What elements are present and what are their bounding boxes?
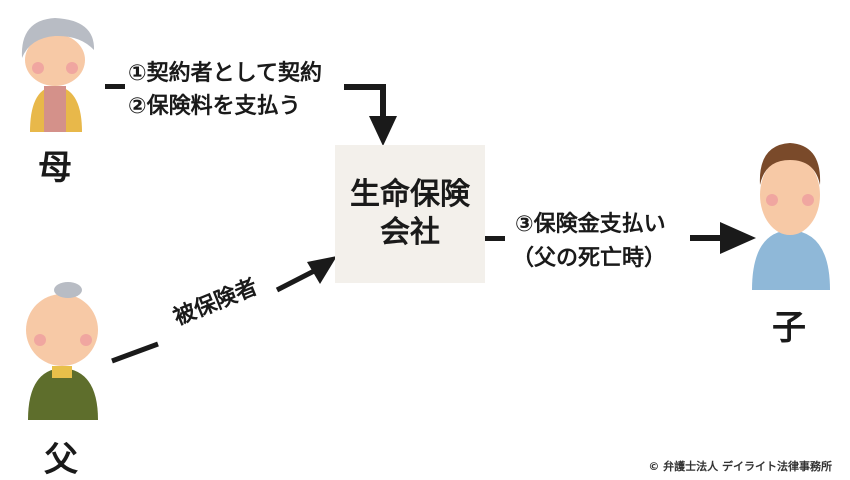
- step3-note: （父の死亡時）: [512, 246, 667, 271]
- child-figure: [752, 143, 830, 290]
- company-name-line1: 生命保険: [350, 177, 470, 212]
- arrow-company-to-child: [485, 222, 756, 254]
- life-insurance-company-box: 生命保険 会社: [335, 145, 485, 283]
- child-label: 子: [772, 308, 806, 348]
- father-figure: [26, 282, 98, 420]
- step2-label: ②保険料を支払う: [128, 94, 301, 119]
- arrow-mother-to-company: [105, 84, 397, 146]
- mother-figure: [21, 18, 95, 132]
- mother-label: 母: [38, 148, 72, 188]
- father-label: 父: [44, 440, 78, 480]
- step3-label: ③保険金支払い: [515, 212, 666, 237]
- step1-label: ①契約者として契約: [128, 61, 322, 86]
- arrow-father-to-company: [111, 256, 337, 364]
- copyright: © 弁護士法人 デイライト法律事務所: [648, 460, 832, 473]
- company-name-line2: 会社: [380, 215, 440, 250]
